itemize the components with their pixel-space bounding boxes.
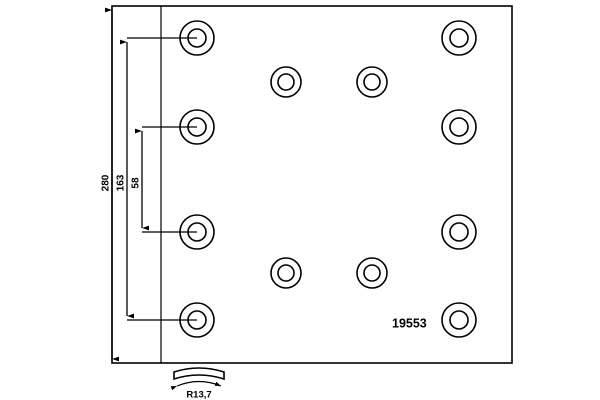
rivet-hole-right-4 bbox=[441, 302, 477, 338]
dimension-hole-pitch: 58 bbox=[131, 128, 149, 231]
rivet-hole-right-2 bbox=[441, 109, 477, 145]
rivet-holes-group bbox=[179, 20, 477, 338]
dimension-label-280: 280 bbox=[101, 174, 112, 191]
dimension-label-163: 163 bbox=[116, 174, 127, 191]
dimension-hole-span: 163 bbox=[116, 39, 134, 319]
cross-section-view: R13,7 bbox=[170, 367, 225, 400]
section-radius-label: R13,7 bbox=[186, 390, 211, 400]
rivet-hole-left-3 bbox=[179, 214, 215, 250]
rivet-hole-mid-b-2 bbox=[356, 257, 388, 289]
rivet-hole-left-1 bbox=[179, 20, 215, 56]
rivet-hole-right-1 bbox=[441, 20, 477, 56]
rivet-hole-left-4 bbox=[179, 302, 215, 338]
dimension-label-58: 58 bbox=[131, 177, 142, 189]
radius-arc bbox=[170, 380, 222, 391]
rivet-hole-mid-b-1 bbox=[356, 66, 388, 98]
rivet-hole-right-3 bbox=[441, 214, 477, 250]
section-profile-outline bbox=[173, 367, 225, 381]
dimension-overall-height: 280 bbox=[101, 7, 119, 362]
rivet-hole-mid-a-2 bbox=[270, 257, 302, 289]
part-number-label: 19553 bbox=[392, 316, 427, 330]
rivet-hole-mid-a-1 bbox=[270, 66, 302, 98]
plate-outline bbox=[111, 5, 513, 364]
rivet-hole-left-2 bbox=[179, 109, 215, 145]
